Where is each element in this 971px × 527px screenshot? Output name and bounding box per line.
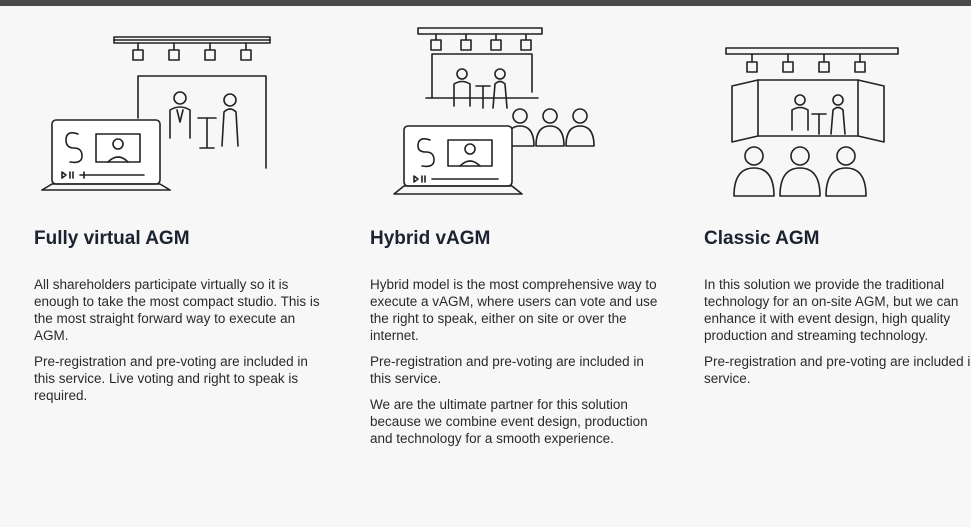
top-bar <box>0 0 971 6</box>
hybrid-venue-icon <box>370 18 670 218</box>
paragraph: Pre-registration and pre-voting are incl… <box>34 354 308 403</box>
section-title: Classic AGM <box>704 228 820 249</box>
section-title: Fully virtual AGM <box>34 228 190 249</box>
paragraph: In this solution we provide the traditio… <box>704 277 959 343</box>
section-description: Hybrid model is the most comprehensive w… <box>370 276 660 456</box>
virtual-studio-icon <box>34 18 334 218</box>
paragraph: Pre-registration and pre-voting are incl… <box>704 354 971 386</box>
paragraph: Pre-registration and pre-voting are incl… <box>370 354 644 386</box>
classic-stage-icon <box>704 18 971 218</box>
section-description: All shareholders participate virtually s… <box>34 276 324 413</box>
paragraph: Hybrid model is the most comprehensive w… <box>370 277 658 343</box>
section-title: Hybrid vAGM <box>370 228 491 249</box>
paragraph: We are the ultimate partner for this sol… <box>370 397 648 446</box>
paragraph: All shareholders participate virtually s… <box>34 277 320 343</box>
section-description: In this solution we provide the traditio… <box>704 276 971 396</box>
